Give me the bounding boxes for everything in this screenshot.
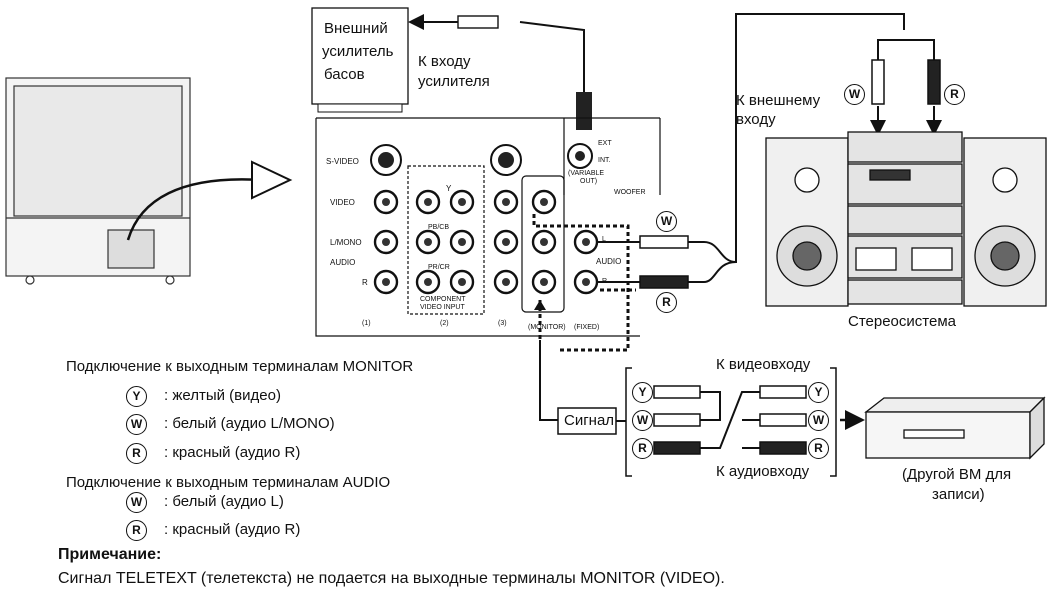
bracket-left [625, 367, 632, 477]
rca-plug-white-stereo [639, 235, 689, 249]
plug-badge-w-left: W [632, 410, 653, 431]
legend-badge-w: W [126, 414, 147, 435]
signal-path [539, 340, 558, 421]
rca-plug-amp [457, 15, 499, 29]
label-input2: (2) [440, 320, 449, 327]
zoom-arrow [126, 178, 263, 241]
bass-amp-line1: Внешний [324, 20, 388, 37]
plug-badge-w-right: W [808, 410, 829, 431]
label-variable-1: (VARIABLE [568, 170, 605, 177]
svideo-sockets [370, 143, 593, 176]
plug-badge-r-stereo: R [656, 292, 677, 313]
av-cables [700, 391, 760, 449]
label-pb: PB/CB [428, 224, 450, 231]
rear-panel [315, 117, 661, 337]
bass-amp-line2: усилитель [322, 43, 394, 60]
label-lmono: L/MONO [330, 238, 362, 247]
plug-badge-w-stereo: W [656, 211, 677, 232]
to-video-input: К видеовходу [716, 356, 811, 373]
label-y: Y [446, 184, 452, 193]
legend-monitor-title: Подключение к выходным терминалам MONITO… [66, 358, 414, 375]
legend-audio-badge-w: W [126, 492, 147, 513]
vcr-caption-line1: (Другой ВМ для [902, 466, 1012, 483]
label-svideo: S-VIDEO [326, 157, 359, 166]
to-external-line2: входу [736, 111, 776, 128]
label-input1: (1) [362, 320, 371, 327]
label-variable-2: OUT) [580, 178, 598, 185]
rca-plug-white-top [871, 59, 885, 105]
label-pr: PR/CR [428, 264, 450, 271]
label-video: VIDEO [330, 198, 355, 207]
plug-badge-w-top: W [844, 84, 865, 105]
plug-badge-r-right: R [808, 438, 829, 459]
plug-badge-y-right: Y [808, 382, 829, 403]
label-r: R [362, 278, 368, 287]
bracket-right [830, 367, 837, 477]
legend-audio-badge-r: R [126, 520, 147, 541]
plug-badge-y-left: Y [632, 382, 653, 403]
legend-badge-y: Y [126, 386, 147, 407]
label-monitor: (MONITOR) [528, 324, 566, 331]
label-component-2: VIDEO INPUT [420, 304, 465, 311]
vcr-caption-line2: записи) [932, 486, 985, 503]
label-woofer: WOOFER [614, 189, 646, 196]
bass-amp-line3: басов [324, 66, 365, 83]
rca-plug-red-stereo [639, 275, 689, 289]
signal-label: Сигнал [564, 412, 615, 429]
legend-item-white: : белый (аудио L/MONO) [164, 415, 335, 432]
stereo-cables [598, 13, 935, 283]
label-audio-out: AUDIO [596, 257, 622, 266]
note-title: Примечание: [58, 546, 162, 563]
rca-plug-woofer [576, 92, 592, 130]
woofer-cable [519, 21, 585, 120]
to-amp-input-line2: усилителя [418, 73, 490, 90]
label-ext: EXT [598, 140, 612, 147]
tv-set-illustration [5, 77, 191, 285]
label-fixed: (FIXED) [574, 324, 600, 331]
vcr-illustration [864, 396, 1046, 460]
legend-item-yellow: : желтый (видео) [164, 387, 281, 404]
label-int: INT. [598, 157, 611, 164]
to-amp-input-line1: К входу [418, 53, 471, 70]
av-plugs [653, 385, 807, 455]
bass-amplifier-box [311, 7, 409, 113]
legend-audio-item-red: : красный (аудио R) [164, 521, 301, 538]
legend-item-red: : красный (аудио R) [164, 444, 301, 461]
label-audio-out-r: R [602, 278, 608, 285]
zoom-arrow-head [251, 160, 293, 200]
label-audio: AUDIO [330, 258, 356, 267]
label-component-1: COMPONENT [420, 296, 466, 303]
plug-badge-r-left: R [632, 438, 653, 459]
label-input3: (3) [498, 320, 507, 327]
stereo-caption: Стереосистема [848, 313, 956, 330]
note-text: Сигнал TELETEXT (телетекста) не подается… [58, 570, 725, 587]
rca-plug-red-top [927, 59, 941, 105]
legend-audio-item-white: : белый (аудио L) [164, 493, 284, 510]
signal-box [557, 407, 617, 435]
label-audio-out-l: L [602, 236, 606, 243]
dotted-signal-paths [532, 214, 636, 352]
to-audio-input: К аудиовходу [716, 463, 810, 480]
to-external-line1: К внешнему [736, 92, 821, 109]
stereo-system [765, 131, 1047, 307]
legend-badge-r: R [126, 443, 147, 464]
legend-audio-title: Подключение к выходным терминалам AUDIO [66, 474, 391, 491]
plug-badge-r-top: R [944, 84, 965, 105]
